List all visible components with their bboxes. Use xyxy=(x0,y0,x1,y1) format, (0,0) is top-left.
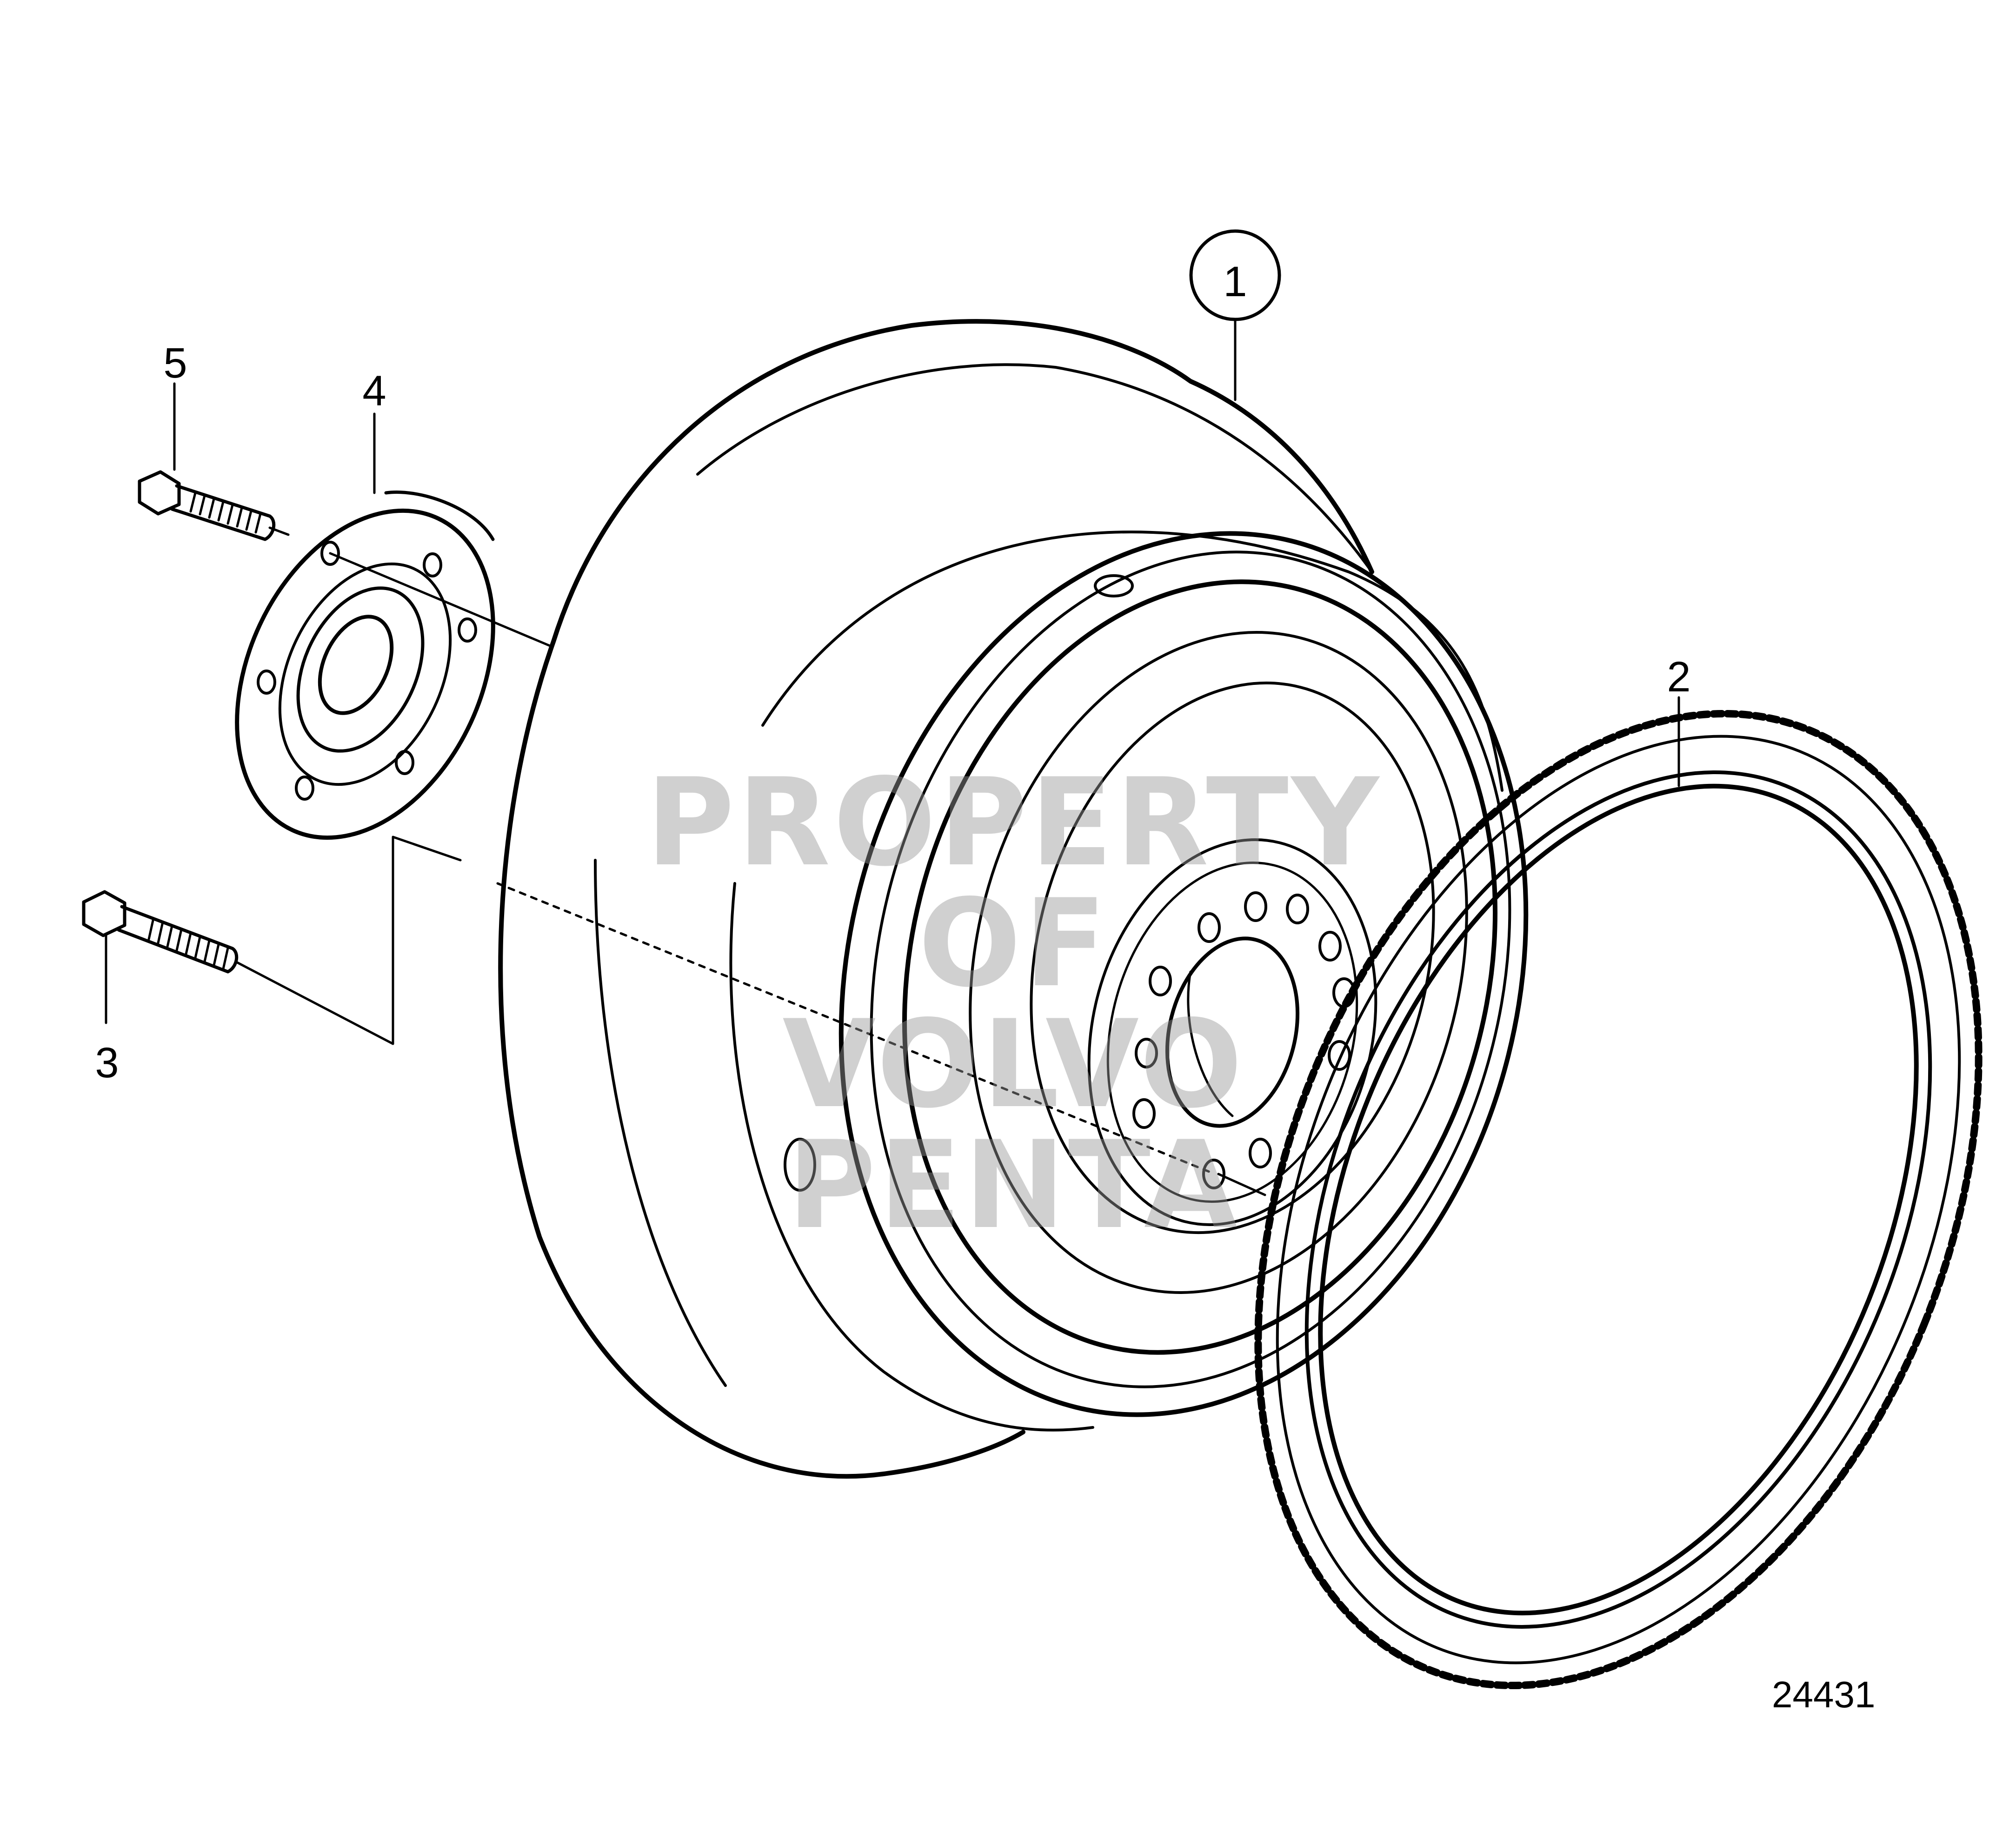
bolt-hole-icon xyxy=(1244,891,1267,922)
ring-gear-tooth-root xyxy=(1276,735,1961,1665)
short-screw xyxy=(138,470,276,541)
flange-step xyxy=(278,562,452,786)
ring-gear-inner-bore xyxy=(1318,783,1919,1616)
leader-to-hub xyxy=(1217,1173,1266,1196)
screw-thread xyxy=(189,491,262,534)
flywheel-front-step xyxy=(870,551,1511,1388)
rim-hole-icon xyxy=(784,1138,816,1192)
rim-hole-icon xyxy=(1094,574,1134,597)
flywheel-center-bore xyxy=(1165,936,1300,1128)
bolt-hole-icon xyxy=(1149,966,1172,996)
bolt-hole-icon xyxy=(395,750,414,775)
bolt-hole-icon xyxy=(320,541,340,566)
bolt-hole-icon xyxy=(1286,894,1309,924)
hub-bolt-holes xyxy=(1132,891,1356,1189)
flywheel-bore-depth xyxy=(1187,970,1234,1117)
figure-number: 24431 xyxy=(1772,1674,1876,1715)
screw-thread xyxy=(147,917,229,970)
ring-gear-outer xyxy=(1254,710,1983,1690)
screw-shank xyxy=(170,484,276,541)
flange-bore xyxy=(318,615,394,715)
flywheel-side-face xyxy=(761,531,1504,792)
bearing-flange xyxy=(235,491,495,840)
callout-5-label: 5 xyxy=(163,339,187,387)
ring-gear-inner-edge xyxy=(1304,770,1932,1629)
screw-shank xyxy=(117,905,239,974)
flywheel-recess-2 xyxy=(1030,682,1435,1234)
flywheel-back-arc xyxy=(594,859,727,1387)
callout-1-label: 1 xyxy=(1223,258,1247,305)
bolt-hole-icon xyxy=(1328,1040,1351,1071)
leader-long-screw xyxy=(236,836,462,1045)
screw-head xyxy=(138,470,181,516)
ring-gear xyxy=(1254,710,1983,1690)
bolt-hole-icon xyxy=(458,617,477,643)
bolt-hole-icon xyxy=(295,776,314,801)
callout-3-label: 3 xyxy=(95,1039,119,1087)
flywheel-outer-rim xyxy=(498,319,1374,1479)
flywheel-back-edge xyxy=(696,363,1373,573)
screw-head xyxy=(82,890,126,937)
leader-flange-to-flywheel xyxy=(329,552,552,648)
long-screw xyxy=(82,890,239,974)
callout-4-label: 4 xyxy=(362,367,386,415)
flange-bolt-holes xyxy=(257,541,477,801)
bolt-hole-icon xyxy=(257,670,276,695)
flywheel-hub-outer xyxy=(1087,838,1377,1226)
callout-2-label: 2 xyxy=(1667,653,1691,701)
leader-lines xyxy=(105,229,1680,1196)
leader-short-screw xyxy=(268,526,290,536)
bolt-hole-icon xyxy=(1202,1159,1225,1189)
bolt-hole-icon xyxy=(1318,931,1342,962)
flywheel-front-ring xyxy=(902,579,1497,1355)
assembly-axis-dotted xyxy=(496,882,1211,1173)
bolt-hole-icon xyxy=(1135,1038,1158,1068)
flywheel-front-face xyxy=(838,531,1529,1417)
flywheel xyxy=(498,319,1529,1479)
bolt-hole-icon xyxy=(423,552,442,577)
flange-thickness xyxy=(384,491,495,541)
flywheel-side-face-2 xyxy=(729,882,1094,1432)
bolt-hole-icon xyxy=(1132,1098,1156,1129)
flange-seal xyxy=(296,586,425,753)
flywheel-recess-1 xyxy=(969,631,1468,1294)
bolt-hole-icon xyxy=(1249,1138,1272,1168)
bolt-hole-icon xyxy=(1198,912,1221,943)
flange-outer xyxy=(235,508,495,840)
